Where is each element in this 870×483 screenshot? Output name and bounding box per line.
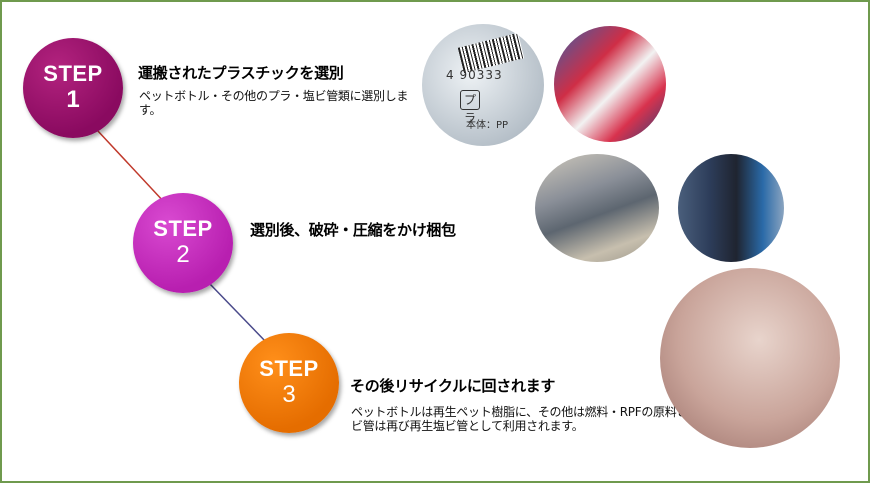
connector-step2-step3 [208,282,268,344]
step-2-number: 2 [176,241,190,268]
step-3-description: ペットボトルは再生ペット樹脂に、その他は燃料・RPFの原料となります。塩ビ管は再… [351,405,757,433]
step-3-label: STEP [259,356,319,381]
step-2-label: STEP [153,216,213,241]
material-text: 本体：PP [466,120,509,131]
step-1-label: STEP [43,61,103,86]
photo-recycled-pellets [660,268,840,448]
photo-conveyor [678,154,784,262]
step-3-title: その後リサイクルに回されます [350,377,556,395]
step-2-title: 選別後、破砕・圧縮をかけ梱包 [250,221,456,239]
step-1-number: 1 [66,86,80,113]
step-1-title: 運搬されたプラスチックを選別 [138,64,344,82]
recycle-mark-icon: プラ [460,90,480,125]
step-3-number: 3 [282,381,296,408]
barcode-number: 4 90333 [446,68,503,82]
step-1-description: ペットボトル・その他のプラ・塩ビ管類に選別します。 [139,89,409,117]
photo-sorted-bottles [554,26,666,142]
step-2-badge: STEP 2 [133,193,233,293]
photo-plastic-label: 4 90333 プラ 本体：PP [422,24,544,146]
step-3-badge: STEP 3 [239,333,339,433]
photo-crushing-machine [535,154,659,262]
step-1-badge: STEP 1 [23,38,123,138]
connector-step1-step2 [96,129,166,204]
